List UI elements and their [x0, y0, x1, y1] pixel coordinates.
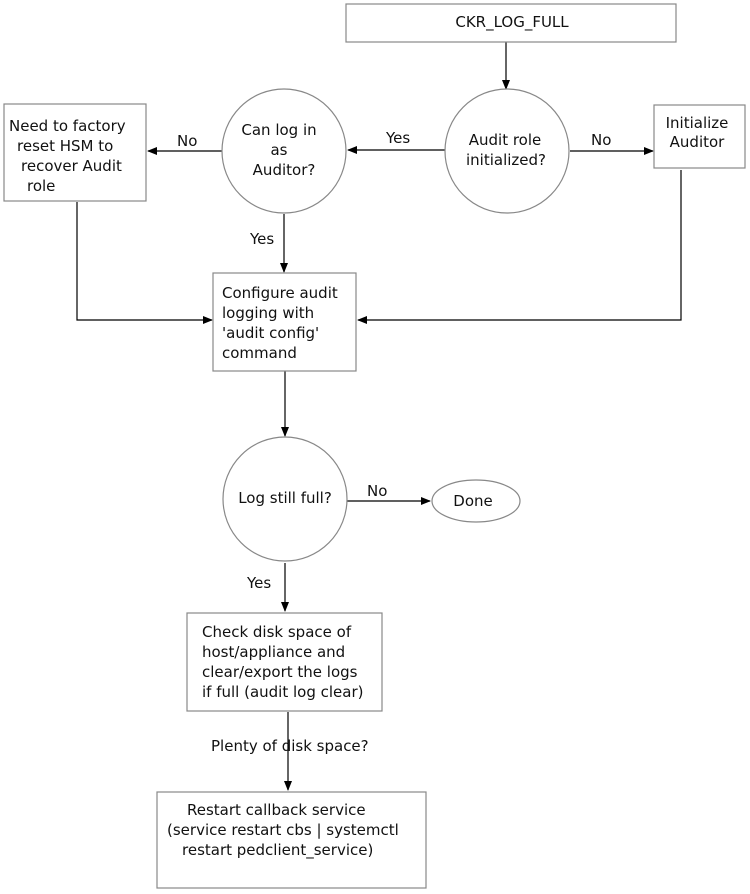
process-check-disk-space: Check disk space of host/appliance and c… [186, 612, 383, 712]
edge-labels: Yes No No Yes No Yes Plenty of disk spac… [177, 129, 611, 755]
done-label: Done [453, 492, 492, 510]
edge-label-login-yes: Yes [249, 230, 274, 248]
check-disk-line-1: Check disk space of [202, 623, 352, 641]
initialize-auditor-line-1: Initialize [666, 114, 729, 132]
configure-audit-line-1: Configure audit [222, 284, 338, 302]
configure-audit-line-4: command [222, 344, 297, 362]
arrow-reset-to-configure [76, 202, 213, 324]
factory-reset-line-4: role [27, 177, 55, 195]
connectors [76, 42, 682, 791]
decision-log-still-full: Log still full? [222, 436, 348, 562]
process-configure-audit: Configure audit logging with 'audit conf… [212, 272, 357, 372]
factory-reset-line-3: recover Audit [21, 157, 122, 175]
process-restart-callback: Restart callback service (service restar… [156, 791, 427, 889]
check-disk-line-2: host/appliance and [202, 643, 345, 661]
start-node-label: CKR_LOG_FULL [455, 13, 569, 32]
restart-line-1: Restart callback service [187, 801, 366, 819]
decision-can-log-in: Can log in as Auditor? [221, 88, 347, 214]
audit-role-label-line-1: Audit role [469, 131, 542, 149]
arrow-initialize-to-configure [357, 170, 682, 324]
can-log-in-line-1: Can log in [241, 121, 316, 139]
restart-line-2: (service restart cbs | systemctl [167, 821, 399, 839]
factory-reset-line-2: reset HSM to [17, 137, 113, 155]
log-still-full-label: Log still full? [238, 489, 332, 507]
factory-reset-line-1: Need to factory [9, 117, 126, 135]
check-disk-line-3: clear/export the logs [202, 663, 358, 681]
can-log-in-line-3: Auditor? [253, 161, 316, 179]
process-initialize-auditor: Initialize Auditor [653, 104, 746, 169]
can-log-in-line-2: as [270, 141, 287, 159]
start-node: CKR_LOG_FULL [345, 3, 677, 43]
check-disk-line-4: if full (audit log clear) [202, 683, 363, 701]
edge-label-audit-no: No [591, 131, 611, 149]
edge-label-audit-yes: Yes [385, 129, 410, 147]
decision-audit-role-initialized: Audit role initialized? [444, 88, 570, 214]
edge-label-login-no: No [177, 132, 197, 150]
configure-audit-line-3: 'audit config' [222, 324, 319, 342]
configure-audit-line-2: logging with [222, 304, 314, 322]
terminal-done: Done [431, 479, 521, 523]
edge-label-full-yes: Yes [246, 574, 271, 592]
restart-line-3: restart pedclient_service) [182, 841, 373, 860]
edge-label-disk-space: Plenty of disk space? [211, 737, 369, 755]
process-factory-reset: Need to factory reset HSM to recover Aud… [3, 103, 147, 202]
edge-label-full-no: No [367, 482, 387, 500]
initialize-auditor-line-2: Auditor [670, 133, 726, 151]
audit-role-label-line-2: initialized? [466, 151, 546, 169]
